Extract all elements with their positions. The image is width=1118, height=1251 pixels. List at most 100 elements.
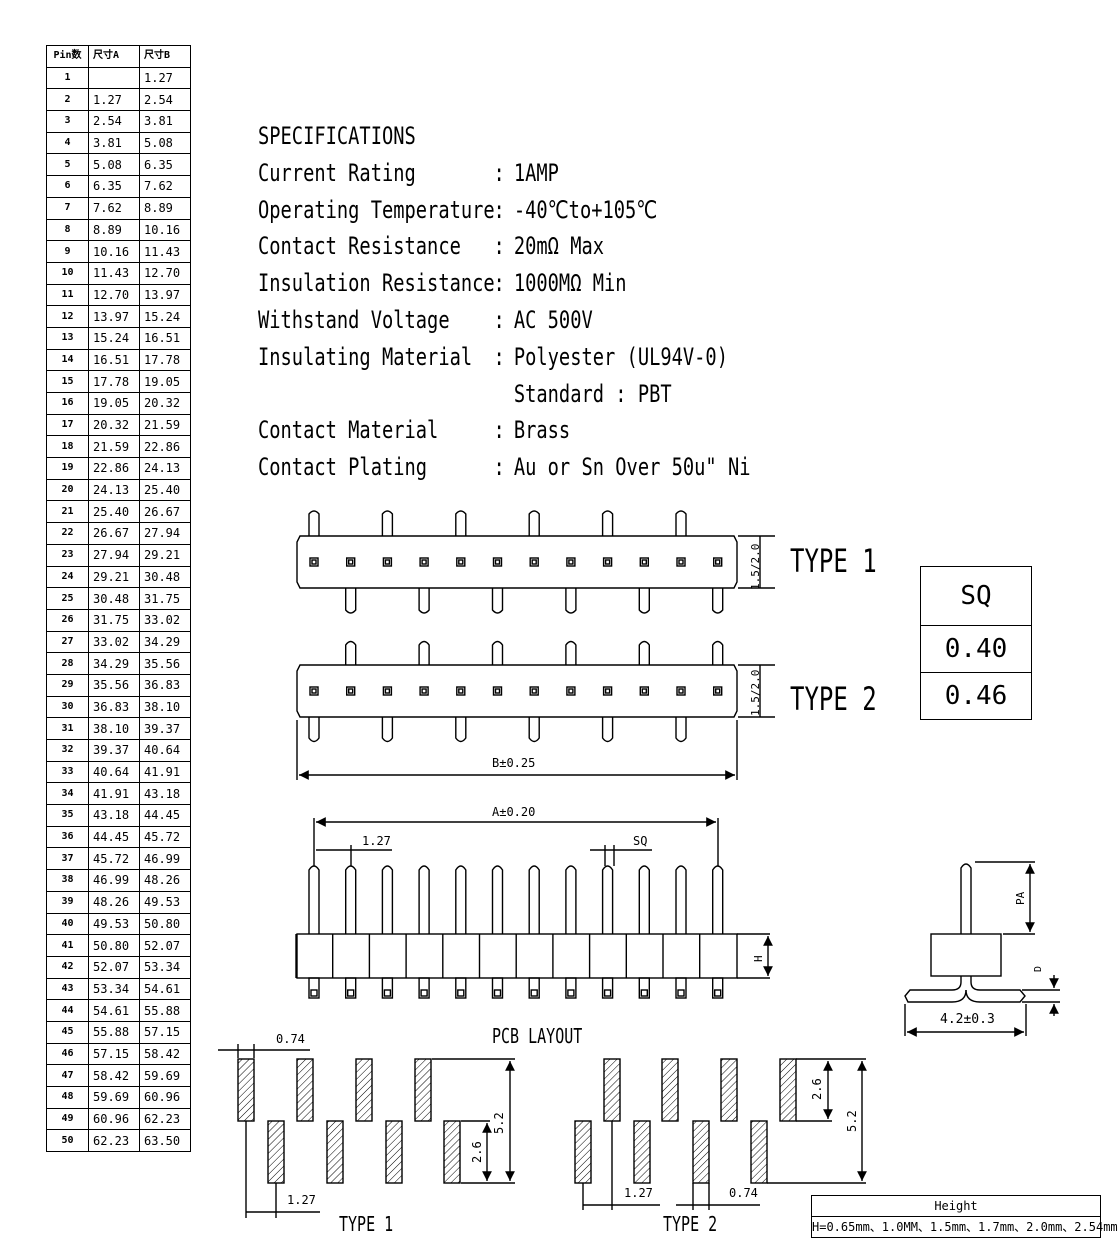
front-pin-tail bbox=[457, 989, 465, 997]
front-pin-bottom bbox=[491, 977, 504, 999]
spec-label: Operating Temperature bbox=[258, 195, 495, 224]
pin-tip-bottom bbox=[381, 717, 394, 743]
type2-height-dim: 1.5/2.0 bbox=[749, 669, 762, 716]
spec-value: 1000MΩ Min bbox=[513, 269, 627, 298]
pin-square bbox=[713, 557, 723, 567]
pin-tip-top bbox=[712, 640, 724, 665]
front-pin-top bbox=[418, 865, 430, 934]
spec-colon: : bbox=[493, 269, 505, 298]
pin-square-inner bbox=[715, 559, 721, 565]
pin-square bbox=[676, 557, 686, 567]
pin-square bbox=[566, 686, 576, 696]
pin-tip-bottom bbox=[565, 588, 577, 614]
front-pin-top bbox=[345, 865, 357, 934]
pcb-pad bbox=[661, 1058, 679, 1122]
front-pin-tail bbox=[420, 989, 428, 997]
side-housing bbox=[930, 933, 1002, 977]
dim-b-cell: 12.70 bbox=[139, 261, 191, 285]
pin-tip-bottom bbox=[601, 717, 614, 743]
spec-row: Operating Temperature:-40℃to+105℃ bbox=[258, 192, 751, 229]
dim-b-cell: 46.99 bbox=[139, 847, 191, 871]
pin-tip-top bbox=[528, 510, 540, 536]
dim-b-cell: 8.89 bbox=[139, 196, 191, 220]
dim-a-cell: 54.61 bbox=[88, 999, 140, 1022]
pcb-pad bbox=[414, 1058, 432, 1122]
spec-row: Insulation Resistance:1000MΩ Min bbox=[258, 265, 751, 302]
pcb-height-52-left: 5.2 bbox=[492, 1112, 506, 1134]
front-pin-bottom bbox=[712, 977, 724, 999]
front-pin-tail bbox=[383, 989, 392, 997]
pin-square bbox=[602, 557, 613, 567]
side-pin-top bbox=[960, 863, 972, 934]
front-pin-bottom bbox=[528, 977, 540, 999]
front-pin-top bbox=[638, 865, 650, 934]
pin-square-inner bbox=[348, 559, 354, 565]
pin-square bbox=[456, 557, 466, 567]
spec-value: Polyester (UL94V-0) bbox=[513, 342, 728, 371]
front-pin-tail bbox=[603, 989, 612, 997]
pcb-pad-width-right: 0.74 bbox=[729, 1186, 758, 1200]
pin-square-inner bbox=[678, 688, 684, 694]
spec-value: Au or Sn Over 50u" Ni bbox=[513, 453, 751, 482]
pin-square-inner bbox=[421, 688, 427, 694]
pcb-pad bbox=[267, 1120, 285, 1184]
pin-tip-bottom bbox=[528, 717, 540, 743]
dim-a-cell: 60.96 bbox=[88, 1107, 140, 1131]
pcb-pad bbox=[720, 1058, 738, 1122]
pcb-layout-title: PCB LAYOUT bbox=[492, 1024, 583, 1048]
front-pin-tail bbox=[677, 989, 685, 997]
pin-square-inner bbox=[311, 559, 317, 565]
pcb-pad bbox=[296, 1058, 314, 1122]
front-pin-top bbox=[528, 865, 540, 934]
spec-label: Insulation Resistance bbox=[258, 269, 495, 298]
pin-tip-bottom bbox=[675, 717, 687, 743]
front-pin-bottom bbox=[601, 977, 614, 999]
sq-header: SQ bbox=[920, 566, 1032, 626]
pcb-pitch-right: 1.27 bbox=[624, 1186, 653, 1200]
front-pin-tail bbox=[567, 989, 575, 997]
spec-row: Contact Plating:Au or Sn Over 50u" Ni bbox=[258, 449, 751, 486]
front-pin-tail bbox=[714, 989, 722, 997]
pin-tip-top bbox=[381, 510, 394, 536]
spec-label: Current Rating bbox=[258, 158, 416, 187]
spec-row: Contact Resistance:20mΩ Max bbox=[258, 228, 751, 265]
front-pin-top bbox=[675, 865, 687, 934]
front-pin-top bbox=[601, 865, 614, 934]
type1-top-view bbox=[296, 510, 775, 614]
dim-b-cell: 31.75 bbox=[139, 587, 191, 610]
pin-square bbox=[492, 557, 503, 567]
dim-b-cell: 13.97 bbox=[139, 283, 191, 307]
front-pin-top bbox=[455, 865, 467, 934]
type2-top-view bbox=[296, 640, 775, 780]
pin-square bbox=[346, 686, 356, 696]
dim-a-cell: 46.99 bbox=[88, 869, 140, 892]
sq-value: 0.46 bbox=[920, 672, 1032, 720]
pin-square-inner bbox=[384, 559, 391, 565]
dim-b-cell: 6.35 bbox=[139, 153, 191, 177]
spec-row: Standard : PBT bbox=[258, 376, 751, 413]
pcb-type2-label: TYPE 2 bbox=[663, 1212, 718, 1236]
front-pin-tail bbox=[347, 989, 355, 997]
dim-a-cell: 2.54 bbox=[88, 110, 140, 133]
dim-a-cell: 1.27 bbox=[88, 88, 140, 112]
dim-a-cell: 16.51 bbox=[88, 348, 140, 372]
dim-a-cell: 50.80 bbox=[88, 934, 140, 957]
pin-count-cell: 50 bbox=[46, 1129, 89, 1153]
dim-b-cell: 25.40 bbox=[139, 478, 191, 502]
